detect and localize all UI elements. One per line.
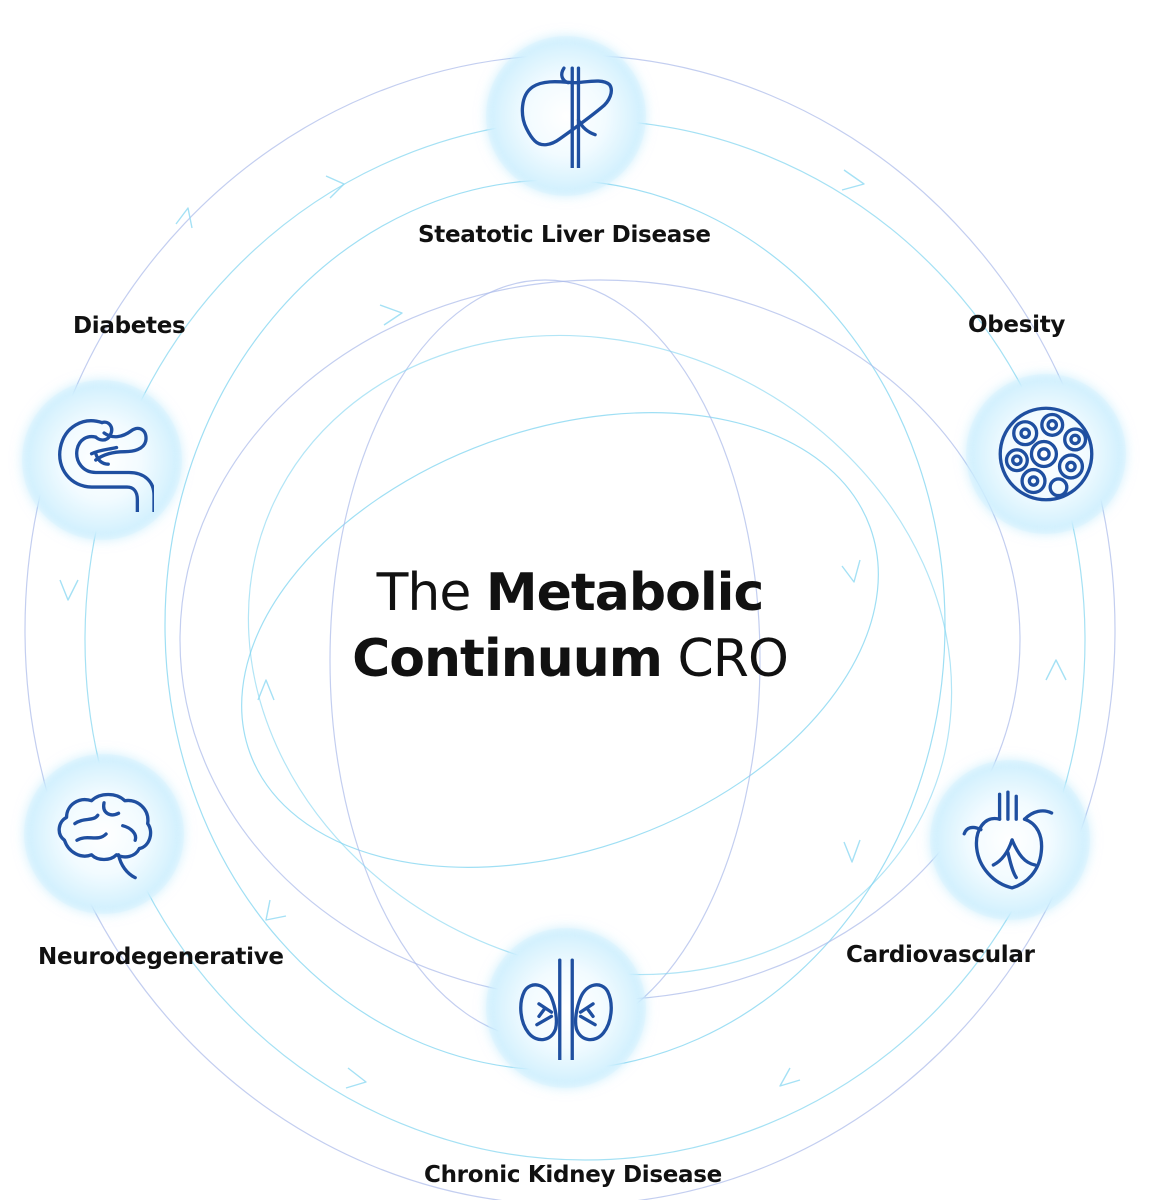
heart-icon — [962, 790, 1054, 890]
orbit-arrow — [175, 207, 193, 229]
node-label-diabetes: Diabetes — [73, 313, 186, 339]
cardiovascular-node — [930, 760, 1090, 920]
node-label-chronic-kidney-disease: Chronic Kidney Disease — [424, 1162, 722, 1188]
kidneys-icon — [519, 958, 613, 1060]
fat-cells-icon — [998, 406, 1094, 502]
title-word-the: The — [376, 563, 472, 623]
diagram-title: The Metabolic Continuum CRO — [330, 560, 810, 692]
node-label-neurodegenerative: Neurodegenerative — [38, 944, 284, 970]
orbit-arrow — [379, 304, 403, 326]
orbit-arrow — [345, 1067, 367, 1089]
orbit-arrow — [779, 1067, 801, 1087]
node-label-cardiovascular: Cardiovascular — [846, 942, 1035, 968]
inner-orbit-ellipse-c — [247, 334, 953, 976]
orbit-arrow — [325, 175, 345, 199]
inner-orbit-ellipse-a — [241, 412, 879, 868]
orbit-arrow — [841, 559, 861, 583]
orbit-arrow — [841, 169, 865, 191]
title-line-2: Continuum CRO — [330, 626, 810, 692]
kidney-node — [486, 928, 646, 1088]
node-label-steatotic-liver-disease: Steatotic Liver Disease — [418, 222, 711, 248]
node-label-obesity: Obesity — [968, 312, 1066, 338]
title-word-metabolic: Metabolic — [485, 563, 764, 623]
orbit-arrow — [843, 839, 861, 863]
title-line-1: The Metabolic — [330, 560, 810, 626]
orbit-arrow — [265, 899, 287, 921]
orbit-arrow — [1045, 659, 1067, 681]
obesity-node — [966, 374, 1126, 534]
neurodegenerative-node — [24, 754, 184, 914]
liver-node — [486, 36, 646, 196]
orbit-arrow — [59, 579, 79, 601]
liver-icon — [520, 66, 613, 168]
diabetes-node — [22, 380, 182, 540]
orbit-arrow — [257, 679, 275, 701]
brain-icon — [57, 792, 153, 880]
pancreas-icon — [58, 419, 154, 512]
title-word-cro: CRO — [677, 629, 789, 689]
title-word-continuum: Continuum — [352, 629, 663, 689]
